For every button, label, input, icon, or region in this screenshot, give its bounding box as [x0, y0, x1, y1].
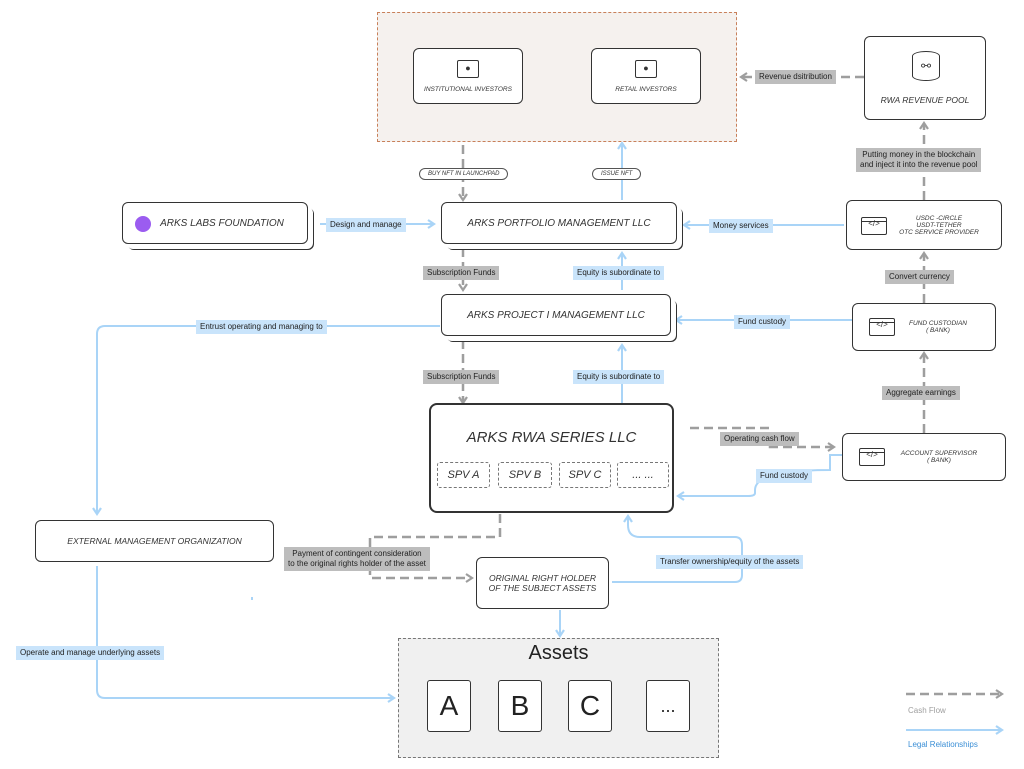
- equity-subordinate-1-label: Equity is subordinate to: [573, 266, 665, 280]
- entrust-label: Entrust operating and managing to: [196, 320, 327, 334]
- operating-cash-flow-label: Operating cash flow: [720, 432, 799, 446]
- usdc-line-2: USDT-TETHER: [916, 221, 962, 229]
- edge-payment-contingent: [368, 514, 502, 583]
- aggregate-earnings-label: Aggregate earnings: [882, 386, 960, 400]
- putting-money-label: Putting money in the blockchain and inje…: [856, 148, 982, 172]
- payment-line-2: to the original rights holder of the ass…: [288, 559, 426, 568]
- original-right-holder-node[interactable]: ORIGINAL RIGHT HOLDER OF THE SUBJECT ASS…: [476, 557, 609, 609]
- original-holder-line-1: ORIGINAL RIGHT HOLDER: [488, 573, 597, 583]
- retail-investors-node[interactable]: ● RETAIL INVESTORS: [591, 48, 701, 104]
- account-supervisor-line-2: ( BANK): [927, 457, 951, 464]
- usdc-provider-node[interactable]: </> USDC -CIRCLE USDT-TETHER OTC SERVICE…: [846, 200, 1002, 250]
- code-icon: </>: [869, 318, 895, 336]
- equity-subordinate-2-label: Equity is subordinate to: [573, 370, 665, 384]
- issue-nft-pill: ISSUE NFT: [592, 168, 642, 180]
- legend-cash-flow: Cash Flow: [908, 706, 946, 715]
- edge-transfer-ownership: [612, 514, 743, 583]
- spv-b[interactable]: SPV B: [498, 462, 552, 488]
- rwa-revenue-pool-node[interactable]: ⚯ RWA REVENUE POOL: [864, 36, 986, 120]
- fund-custody-2-label: Fund custody: [756, 469, 813, 483]
- asset-more[interactable]: ...: [646, 680, 690, 732]
- spv-a[interactable]: SPV A: [437, 462, 490, 488]
- operate-manage-label: Operate and manage underlying assets: [16, 646, 165, 660]
- convert-currency-label: Convert currency: [885, 270, 954, 284]
- spv-c[interactable]: SPV C: [559, 462, 611, 488]
- arks-labs-foundation-node[interactable]: ARKS LABS FOUNDATION: [122, 202, 308, 244]
- payment-line-1: Payment of contingent consideration: [292, 549, 422, 558]
- code-icon: </>: [859, 448, 885, 466]
- asset-b[interactable]: B: [498, 680, 542, 732]
- institutional-investors-node[interactable]: ● INSTITUTIONAL INVESTORS: [413, 48, 523, 104]
- arks-labs-foundation-label: ARKS LABS FOUNDATION: [160, 217, 284, 229]
- money-services-label: Money services: [709, 219, 773, 233]
- buy-nft-pill: BUY NFT IN LAUNCHPAD: [419, 168, 509, 180]
- original-holder-line-2: OF THE SUBJECT ASSETS: [488, 583, 597, 593]
- institutional-investors-label: INSTITUTIONAL INVESTORS: [424, 85, 512, 93]
- edge-operate-manage: [96, 566, 396, 703]
- retail-investors-label: RETAIL INVESTORS: [615, 85, 677, 93]
- revenue-distribution-label: Revenue dsitribution: [755, 70, 836, 84]
- assets-title: Assets: [528, 642, 589, 664]
- account-supervisor-line-1: ACCOUNT SUPERVISOR: [900, 450, 978, 457]
- project-management-label: ARKS PROJECT I MANAGEMENT LLC: [467, 309, 645, 321]
- external-management-node[interactable]: EXTERNAL MANAGEMENT ORGANIZATION: [35, 520, 274, 562]
- portfolio-management-label: ARKS PORTFOLIO MANAGEMENT LLC: [467, 217, 651, 229]
- design-manage-label: Design and manage: [326, 218, 406, 232]
- foundation-logo-icon: [135, 216, 151, 232]
- rwa-series-node[interactable]: ARKS RWA SERIES LLC: [429, 403, 674, 513]
- code-icon: </>: [861, 217, 887, 235]
- edge-entrust: [92, 325, 440, 516]
- fund-custodian-line-1: FUND CUSTODIAN: [908, 320, 968, 327]
- fund-custody-1-label: Fund custody: [734, 315, 791, 329]
- monitor-user-icon: ●: [457, 59, 479, 78]
- subscription-funds-2-label: Subscription Funds: [423, 370, 500, 384]
- transfer-ownership-label: Transfer ownership/equity of the assets: [656, 555, 804, 569]
- asset-c[interactable]: C: [568, 680, 612, 732]
- putting-money-line-1: Putting money in the blockchain: [862, 150, 976, 159]
- payment-contingent-label: Payment of contingent consideration to t…: [284, 547, 430, 571]
- spv-more[interactable]: ... ...: [617, 462, 669, 488]
- account-supervisor-node[interactable]: </> ACCOUNT SUPERVISOR ( BANK): [842, 433, 1006, 481]
- asset-a[interactable]: A: [427, 680, 471, 732]
- putting-money-line-2: and inject it into the revenue pool: [860, 160, 978, 169]
- project-management-node[interactable]: ARKS PROJECT I MANAGEMENT LLC: [441, 294, 671, 336]
- database-icon: ⚯: [912, 51, 940, 81]
- portfolio-management-node[interactable]: ARKS PORTFOLIO MANAGEMENT LLC: [441, 202, 677, 244]
- fund-custodian-line-2: ( BANK): [926, 327, 950, 334]
- monitor-user-icon: ●: [635, 59, 657, 78]
- usdc-line-1: USDC -CIRCLE: [915, 214, 963, 222]
- legend-legal: Legal Relationships: [908, 740, 978, 749]
- subscription-funds-1-label: Subscription Funds: [423, 266, 500, 280]
- fund-custodian-node[interactable]: </> FUND CUSTODIAN ( BANK): [852, 303, 996, 351]
- rwa-revenue-pool-label: RWA REVENUE POOL: [880, 95, 970, 105]
- rwa-series-label: ARKS RWA SERIES LLC: [466, 429, 637, 446]
- usdc-line-3: OTC SERVICE PROVIDER: [899, 228, 979, 236]
- external-management-label: EXTERNAL MANAGEMENT ORGANIZATION: [67, 536, 242, 546]
